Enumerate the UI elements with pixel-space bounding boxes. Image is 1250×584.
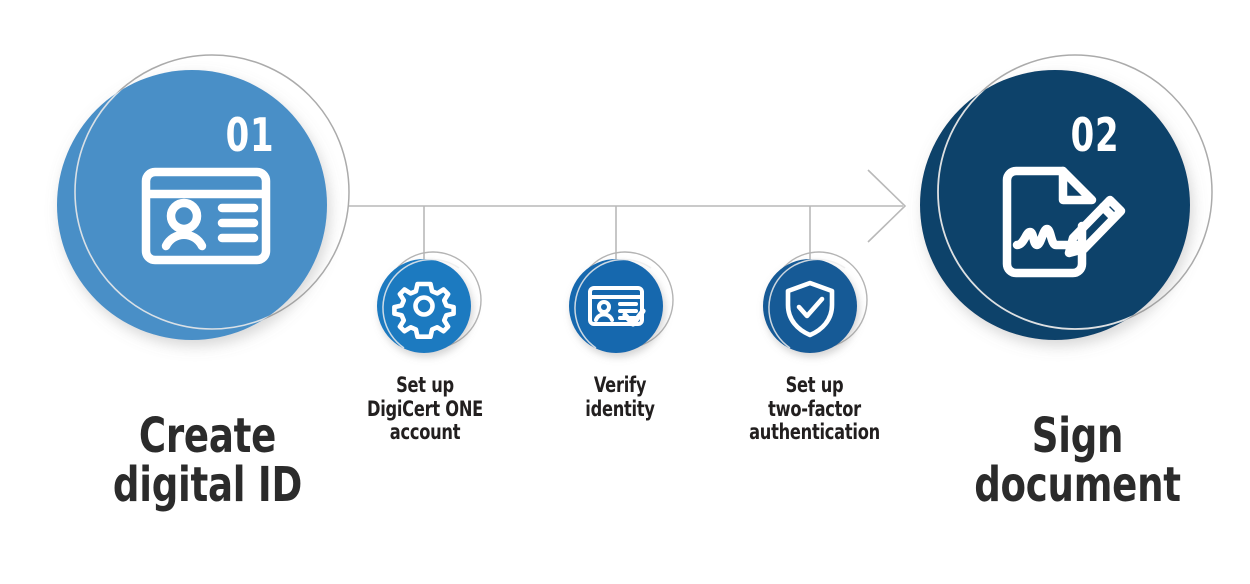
document-sign-icon: [1002, 166, 1126, 278]
substep-2-label: Verify identity: [585, 373, 655, 421]
substep-1-label: Set up DigiCert ONE account: [366, 373, 484, 445]
id-verified-icon: [588, 286, 646, 327]
gear-icon: [392, 281, 456, 339]
flow-connector: [348, 169, 907, 260]
substep-3-label: Set up two-factor authentication: [749, 373, 880, 445]
substep-1-inner-arc: [382, 258, 460, 349]
id-card-icon: [141, 167, 271, 265]
substep-2-circle: [569, 259, 663, 353]
substep-3-inner-arc: [768, 258, 846, 349]
substep-3-circle: [763, 259, 857, 353]
shield-check-icon: [785, 280, 835, 338]
substep-3-group[interactable]: [763, 251, 868, 353]
substep-1-group[interactable]: [377, 251, 482, 353]
step-02-inner-arc: [937, 70, 1190, 330]
flow-arrowhead-icon: [867, 169, 907, 243]
substep-2-inner-arc: [574, 258, 652, 349]
step-02-title: Sign document: [974, 408, 1181, 513]
step-01-group[interactable]: [57, 54, 350, 340]
step-01-number: 01: [225, 108, 275, 162]
step-02-number: 02: [1070, 108, 1120, 162]
step-02-group[interactable]: [920, 54, 1213, 340]
step-02-circle: [920, 70, 1190, 340]
substep-2-group[interactable]: [569, 251, 674, 353]
step-01-title: Create digital ID: [112, 408, 303, 513]
step-01-inner-arc: [74, 70, 327, 330]
